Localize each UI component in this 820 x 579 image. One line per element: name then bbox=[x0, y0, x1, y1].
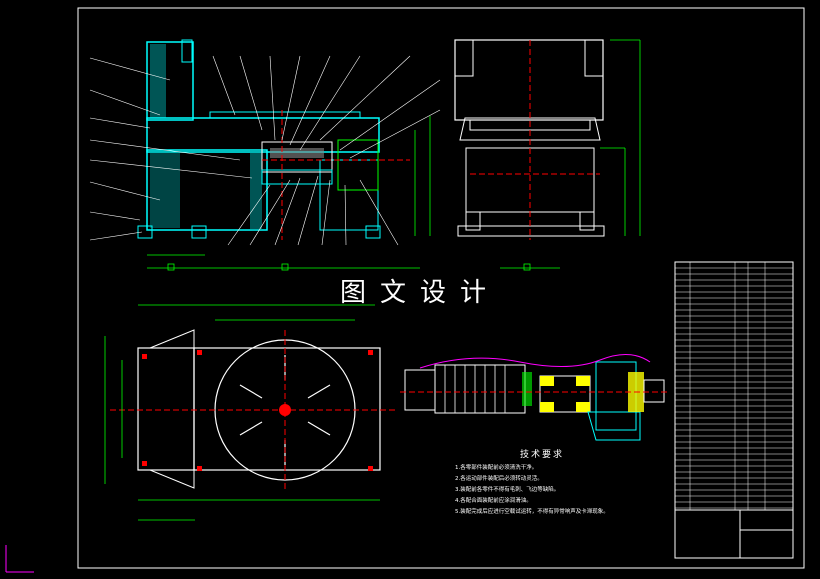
note-item: 4.各配合面装配前应涂润滑油。 bbox=[455, 498, 532, 504]
side-view bbox=[454, 39, 641, 271]
front-section-view bbox=[89, 39, 441, 271]
watermark-text: 图文设计 bbox=[340, 278, 501, 308]
note-item: 2.各运动部件装配后必须转动灵活。 bbox=[455, 476, 543, 482]
note-item: 3.装配前各零件不得有毛刺、飞边等缺陷。 bbox=[455, 487, 560, 493]
technical-requirements-title: 技术要求 bbox=[520, 450, 565, 460]
ucs-icon bbox=[5, 545, 34, 573]
title-block bbox=[674, 261, 794, 559]
drawing-border bbox=[77, 7, 805, 569]
note-item: 5.装配完成后应进行空载试运转，不得有异常响声及卡滞现象。 bbox=[455, 509, 609, 515]
shaft-detail-view bbox=[400, 354, 670, 441]
top-view bbox=[104, 304, 395, 521]
note-item: 1.各零部件装配前必须清洗干净。 bbox=[455, 465, 538, 471]
technical-requirements-list: 1.各零部件装配前必须清洗干净。 2.各运动部件装配后必须转动灵活。 3.装配前… bbox=[455, 463, 609, 518]
